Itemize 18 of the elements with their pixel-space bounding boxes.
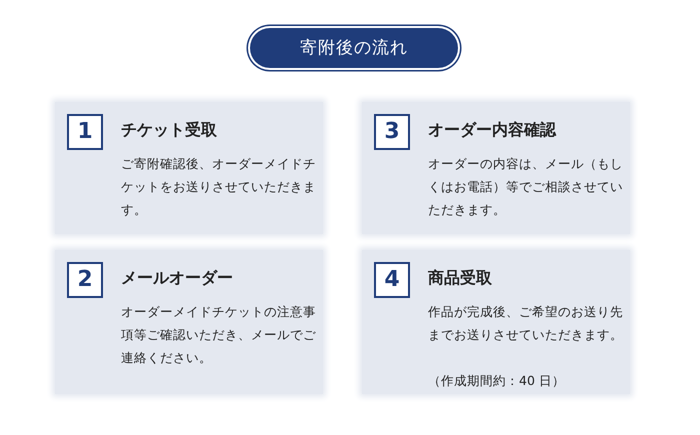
step-card xyxy=(362,102,630,234)
step-number: 3 xyxy=(374,114,410,150)
step-note: （作成期間約：40 日） xyxy=(428,372,565,390)
step-heading: メールオーダー xyxy=(121,268,233,289)
step-description: オーダーの内容は、メール（もしくはお電話）等でご相談させていただきます。 xyxy=(428,155,624,219)
step-card xyxy=(362,250,630,394)
step-number: 2 xyxy=(67,262,103,298)
step-number: 1 xyxy=(67,114,103,150)
step-number: 4 xyxy=(374,262,410,298)
step-description: 作品が完成後、ご希望のお送り先までお送りさせていただきます。 xyxy=(428,303,624,344)
title-banner: 寄附後の流れ xyxy=(250,28,458,68)
step-heading: チケット受取 xyxy=(121,120,217,141)
step-heading: オーダー内容確認 xyxy=(428,120,556,141)
step-card xyxy=(55,102,323,234)
step-description: ご寄附確認後、オーダーメイドチケットをお送りさせていただきます。 xyxy=(121,155,317,219)
step-description: オーダーメイドチケットの注意事項等ご確認いただき、メールでご連絡ください。 xyxy=(121,303,317,367)
step-card xyxy=(55,250,323,394)
step-heading: 商品受取 xyxy=(428,268,492,289)
